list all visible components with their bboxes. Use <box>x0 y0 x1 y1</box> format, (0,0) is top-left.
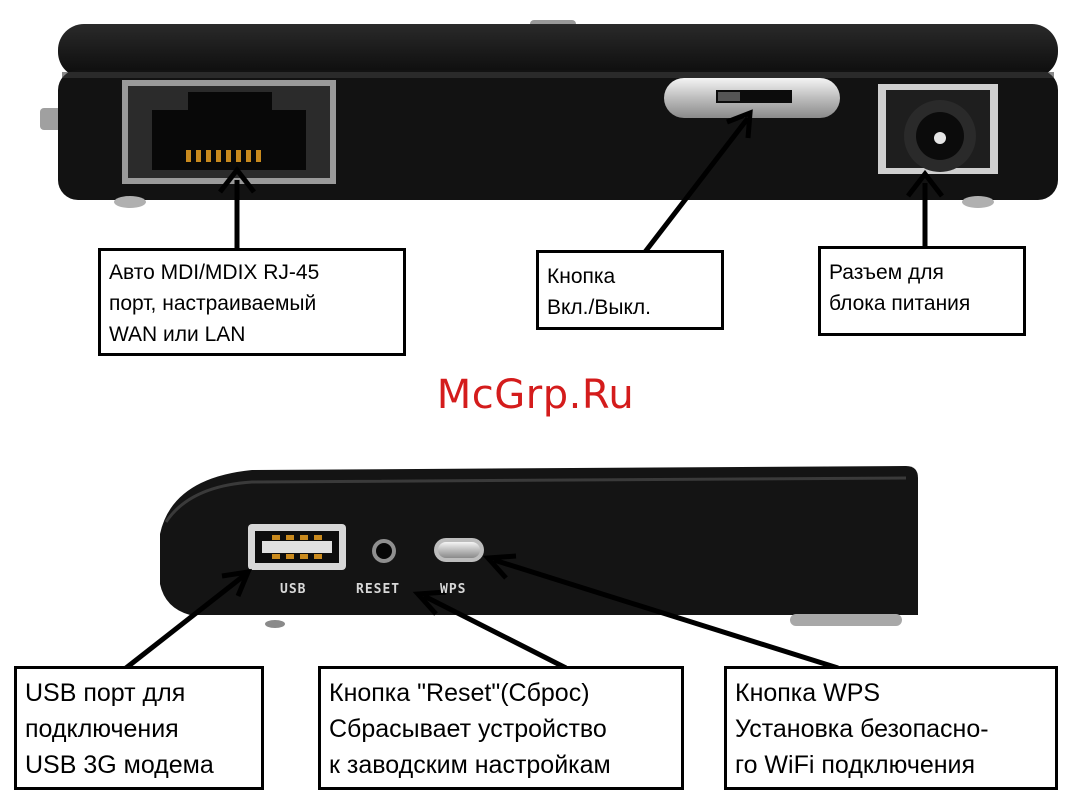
power-button-callout: Кнопка Вкл./Выкл. <box>536 250 724 330</box>
rj45-callout-line-2: порт, настраиваемый <box>109 288 395 319</box>
reset-callout-line-3: к заводским настройкам <box>329 747 673 783</box>
wps-callout-line-2: Установка безопасно- <box>735 711 1047 747</box>
power-jack-callout-line-2: блока питания <box>829 288 1015 319</box>
reset-hole-icon <box>372 539 396 563</box>
rj45-callout-line-3: WAN или LAN <box>109 319 395 350</box>
wps-callout-line-3: го WiFi подключения <box>735 747 1047 783</box>
reset-callout: Кнопка "Reset"(Сброс) Сбрасывает устройс… <box>318 666 684 790</box>
usb-callout-line-3: USB 3G модема <box>25 747 253 783</box>
usb-port-label: USB <box>280 582 306 597</box>
rj45-callout-line-1: Авто MDI/MDIX RJ-45 <box>109 257 395 288</box>
rj45-pointer-arrow <box>220 170 254 252</box>
usb-callout: USB порт для подключения USB 3G модема <box>14 666 264 790</box>
rj45-callout: Авто MDI/MDIX RJ-45 порт, настраиваемый … <box>98 248 406 356</box>
rj45-port-icon <box>122 80 336 184</box>
usb-callout-line-1: USB порт для <box>25 675 253 711</box>
reset-callout-line-2: Сбрасывает устройство <box>329 711 673 747</box>
usb-callout-line-2: подключения <box>25 711 253 747</box>
usb-port-icon <box>248 524 346 570</box>
reset-callout-line-1: Кнопка "Reset"(Сброс) <box>329 675 673 711</box>
reset-port-label: RESET <box>356 582 400 597</box>
power-jack-callout: Разъем для блока питания <box>818 246 1026 336</box>
watermark: McGrp.Ru <box>0 372 1071 418</box>
power-button-callout-line-1: Кнопка <box>547 261 713 292</box>
wps-callout-line-1: Кнопка WPS <box>735 675 1047 711</box>
power-jack-callout-line-1: Разъем для <box>829 257 1015 288</box>
power-jack-icon <box>878 84 998 174</box>
wps-port-label: WPS <box>440 582 466 597</box>
wps-button-icon <box>434 538 484 562</box>
wps-callout: Кнопка WPS Установка безопасно- го WiFi … <box>724 666 1058 790</box>
power-button-callout-line-2: Вкл./Выкл. <box>547 292 713 323</box>
